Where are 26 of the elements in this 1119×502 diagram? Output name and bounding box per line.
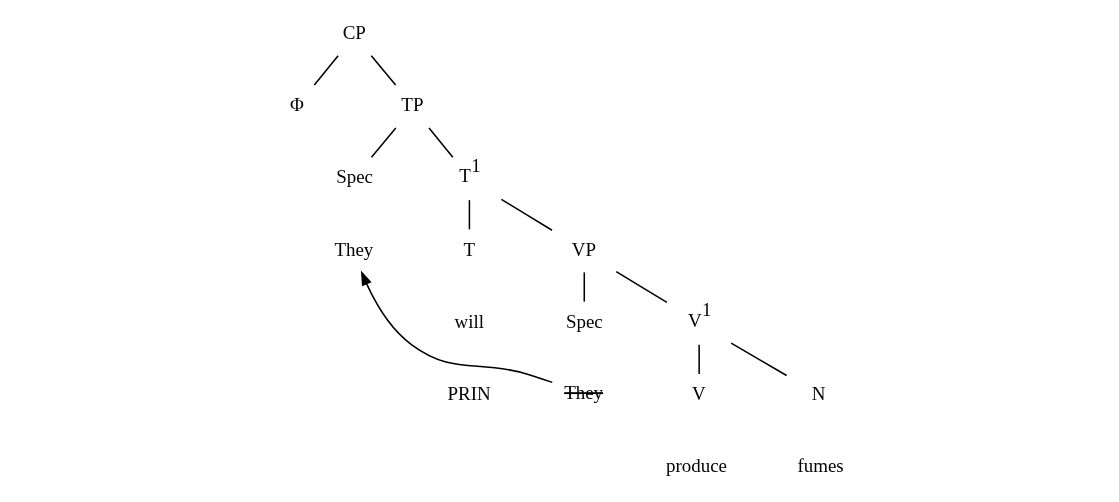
node-text: VP: [571, 238, 596, 260]
node-text: TP: [400, 94, 423, 116]
connector: [583, 271, 585, 303]
connector: [468, 199, 470, 231]
node-text: V: [691, 382, 706, 404]
node-text: Spec: [565, 310, 603, 332]
connector: [697, 343, 700, 375]
connector: [313, 54, 339, 86]
node-text: will: [454, 310, 484, 332]
connector: [615, 270, 668, 304]
node-text: PRIN: [447, 382, 491, 404]
arrow: [360, 270, 553, 384]
node-text: T: [462, 238, 475, 260]
connector: [427, 127, 454, 158]
node-text: They: [333, 238, 373, 260]
node-text: CP: [342, 21, 366, 43]
connector: [370, 54, 396, 86]
node-text: Spec: [335, 166, 373, 188]
connector: [370, 127, 397, 158]
node-text: Φ: [289, 94, 304, 116]
connector: [500, 198, 553, 231]
node-text: N: [811, 382, 825, 404]
node-text: produce: [665, 455, 727, 477]
connector: [729, 342, 787, 377]
node-text: They: [563, 381, 603, 403]
node-text: fumes: [796, 455, 844, 477]
